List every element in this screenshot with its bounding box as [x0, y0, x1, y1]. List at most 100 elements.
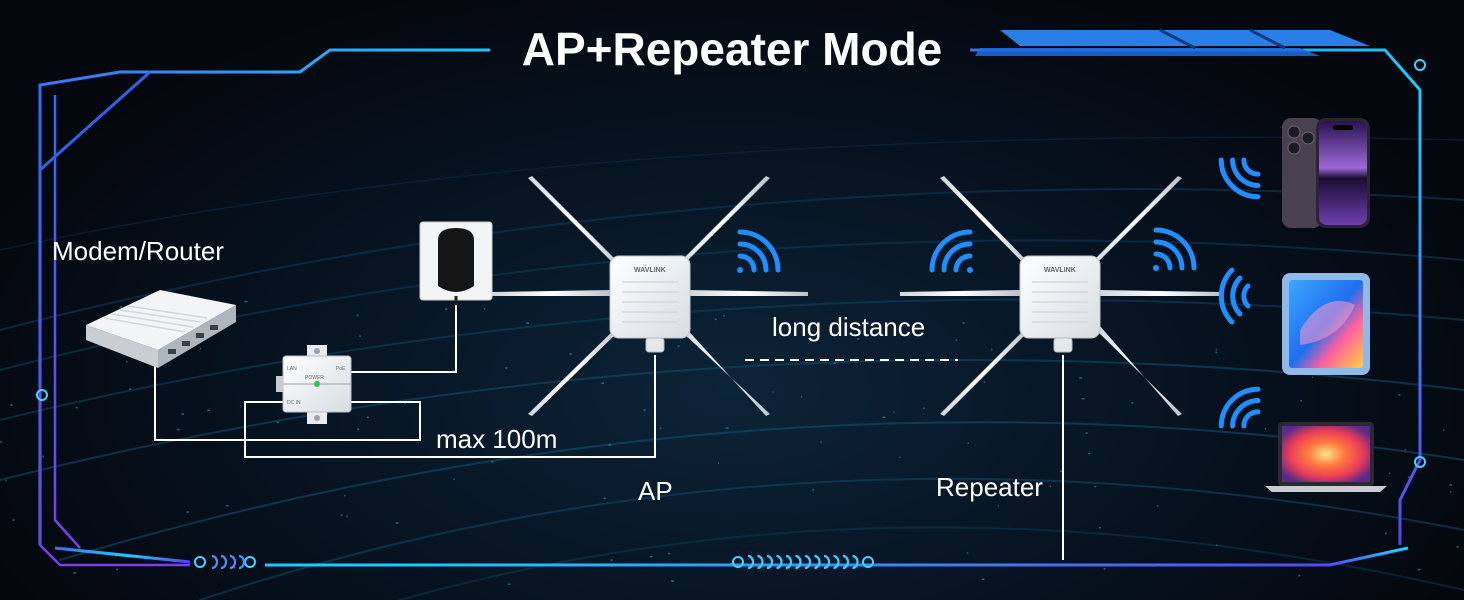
- modem-router-label: Modem/Router: [52, 236, 224, 266]
- wifi-signal-icon: [1218, 267, 1251, 325]
- power-adapter-icon: [419, 221, 493, 305]
- particle-dot: [505, 367, 508, 369]
- particle-dot: [126, 361, 128, 363]
- particle-dot: [962, 322, 965, 324]
- particle-dot: [882, 416, 886, 418]
- particle-dot: [671, 580, 674, 582]
- particle-dot: [1417, 568, 1421, 571]
- particle-dot: [1449, 484, 1452, 486]
- wifi-signal-icon: [1218, 157, 1261, 200]
- particle-dot: [857, 338, 860, 340]
- wifi-signal-icon: [1153, 227, 1197, 271]
- chevron-ornament: [766, 554, 774, 570]
- page-title: AP+Repeater Mode: [521, 23, 943, 75]
- chevron-ornament: [814, 554, 821, 570]
- poe-label-lan: LAN: [287, 366, 297, 372]
- outdoor-ap-icon: WAVLINK: [492, 176, 808, 416]
- particle-dot: [1407, 476, 1410, 479]
- particle-dot: [395, 522, 399, 524]
- chevron-ornament: [776, 554, 783, 570]
- chevron-ornament: [747, 554, 755, 570]
- particle-dot: [1264, 428, 1266, 430]
- chevron-ornament: [785, 554, 793, 570]
- particle-dot: [643, 409, 646, 411]
- ethernet-cables: [154, 300, 1064, 560]
- particle-dot: [569, 353, 572, 355]
- particle-dot: [601, 382, 604, 384]
- particle-dot: [129, 388, 132, 390]
- particle-dot: [714, 318, 717, 321]
- particle-dot: [723, 315, 725, 317]
- repeater-brand-logo: WAVLINK: [1044, 267, 1076, 274]
- outdoor-repeater-icon: WAVLINK: [900, 176, 1222, 416]
- particle-dot: [366, 416, 369, 419]
- particle-dot: [1103, 568, 1106, 570]
- particle-dot: [340, 514, 343, 517]
- particle-dot: [12, 519, 15, 521]
- particle-dot: [981, 578, 985, 581]
- particle-dot: [75, 407, 78, 409]
- particle-dot: [650, 555, 653, 558]
- particle-dot: [404, 402, 406, 404]
- particle-dot: [1450, 491, 1452, 493]
- particle-dot: [677, 345, 680, 347]
- chevron-ornament: [804, 554, 812, 570]
- particle-dot: [820, 441, 822, 443]
- particle-dot: [357, 428, 360, 430]
- particle-dot: [1300, 399, 1302, 402]
- chevron-ornament: [852, 554, 859, 570]
- particle-dot: [1398, 394, 1401, 396]
- repeater-label: Repeater: [936, 472, 1043, 502]
- ap-brand-logo: WAVLINK: [634, 267, 666, 274]
- particle-dot: [1059, 470, 1063, 473]
- poe-label-power: POWER: [305, 375, 324, 381]
- poe-label-dcin: DC IN: [287, 400, 301, 406]
- particle-dot: [1442, 429, 1445, 431]
- particle-dot: [1131, 402, 1134, 404]
- long-distance-label: long distance: [772, 312, 926, 342]
- phone-icon: [1282, 118, 1370, 228]
- particle-dot: [923, 407, 925, 409]
- poe-label-poe: PoE: [336, 366, 346, 372]
- particle-dot: [1216, 544, 1218, 546]
- particle-dot: [1215, 351, 1218, 354]
- poe-injector-icon: POWER LAN PoE DC IN: [276, 345, 352, 424]
- particle-dot: [608, 444, 611, 446]
- particle-dot: [893, 411, 895, 413]
- tablet-icon: [1282, 273, 1370, 375]
- particle-dot: [812, 489, 815, 491]
- particle-dot: [983, 381, 985, 383]
- particle-dot: [1215, 348, 1217, 351]
- particle-dot: [725, 427, 729, 429]
- particle-dot: [359, 335, 361, 337]
- particle-dot: [718, 462, 720, 465]
- router-icon: [86, 290, 236, 368]
- particle-dot: [186, 511, 189, 513]
- particle-dot: [526, 322, 529, 324]
- chevron-ornament: [757, 554, 764, 570]
- particle-dot: [344, 494, 346, 497]
- wifi-signal-icon: [737, 229, 781, 273]
- particle-dot: [1312, 376, 1314, 379]
- particle-dot: [1456, 546, 1459, 548]
- particle-dot: [491, 461, 494, 463]
- particle-dot: [244, 300, 248, 303]
- particle-dot: [233, 566, 236, 569]
- particle-dot: [119, 306, 122, 308]
- particle-dot: [346, 515, 348, 517]
- wifi-signal-icon: [1218, 386, 1261, 429]
- particle-dot: [356, 314, 359, 317]
- particle-dot: [116, 568, 119, 571]
- particle-dot: [772, 391, 774, 393]
- particle-dot: [1404, 449, 1406, 451]
- chevron-ornament: [833, 554, 840, 570]
- particle-dot: [913, 325, 916, 327]
- particle-dot: [445, 308, 448, 311]
- ap-label: AP: [638, 476, 673, 506]
- particle-dot: [226, 505, 229, 507]
- particle-dot: [833, 362, 836, 364]
- particle-dot: [207, 409, 210, 412]
- particle-dot: [1389, 472, 1391, 475]
